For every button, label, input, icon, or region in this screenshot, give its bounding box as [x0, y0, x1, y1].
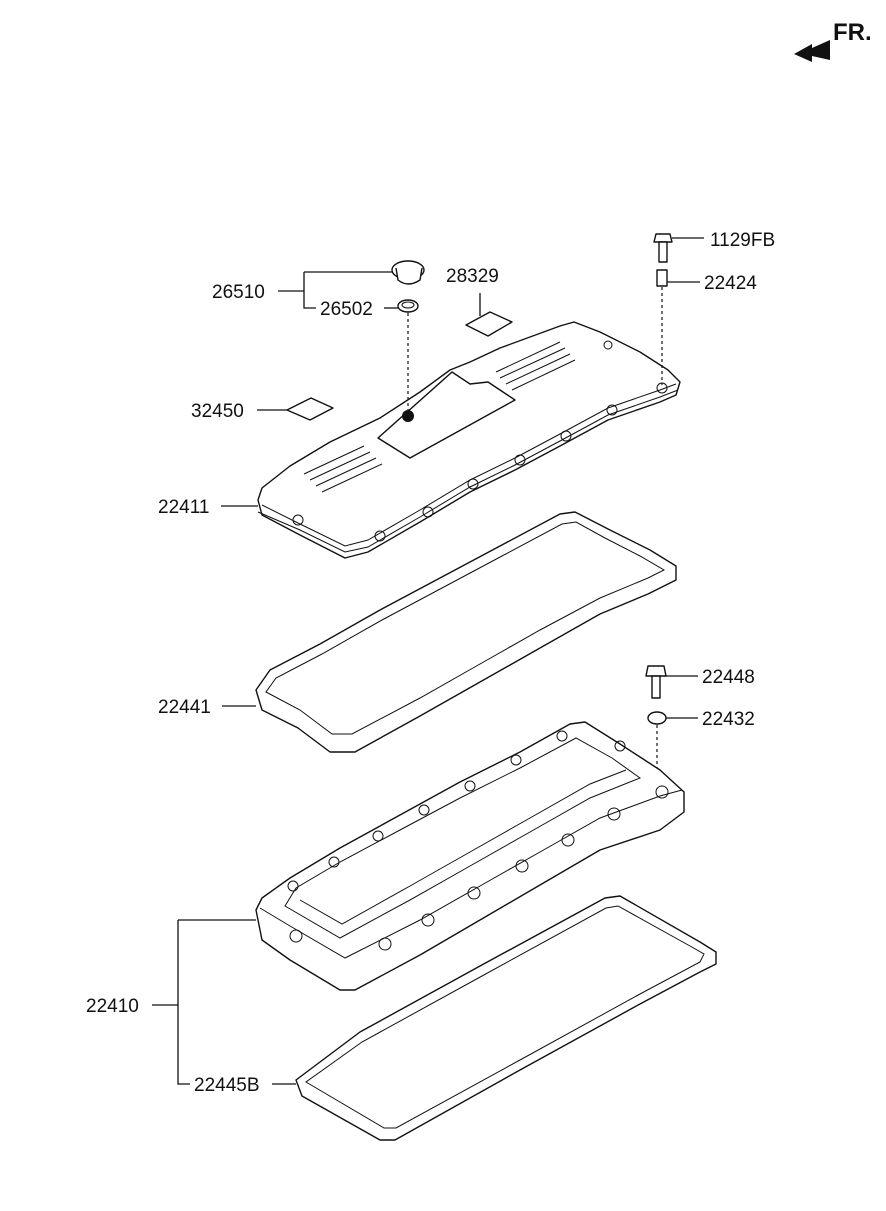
cover-case-22410	[255, 721, 685, 991]
bolt-22448	[645, 665, 667, 699]
bolt-1129FB	[653, 233, 673, 263]
washer-22424	[656, 269, 668, 287]
case-gasket-22445B	[295, 895, 717, 1141]
label-plate-28329	[465, 311, 513, 337]
filler-cap-gasket-26502	[397, 299, 419, 313]
front-direction-indicator: FR.	[794, 19, 872, 62]
label-26502: 26502	[320, 299, 373, 320]
oil-filler-cap-26510	[391, 260, 425, 285]
cover-gasket-22441	[255, 511, 677, 753]
label-22445B: 22445B	[194, 1075, 260, 1096]
label-22424: 22424	[704, 273, 757, 294]
label-plate-32450	[286, 397, 334, 421]
label-26510: 26510	[212, 282, 265, 303]
front-arrow-icon	[794, 40, 830, 62]
oil-filler-hole	[402, 410, 414, 422]
label-22432: 22432	[702, 709, 755, 730]
label-22411: 22411	[158, 497, 209, 518]
washer-22432	[647, 711, 667, 725]
leader-lines	[152, 237, 704, 1085]
label-22441: 22441	[158, 697, 211, 718]
label-22410: 22410	[86, 996, 139, 1017]
label-28329: 28329	[446, 266, 499, 287]
label-1129FB: 1129FB	[710, 230, 775, 251]
front-label: FR.	[833, 19, 872, 46]
rocker-cover-22411	[257, 321, 681, 559]
label-32450: 32450	[191, 401, 244, 422]
label-22448: 22448	[702, 667, 755, 688]
